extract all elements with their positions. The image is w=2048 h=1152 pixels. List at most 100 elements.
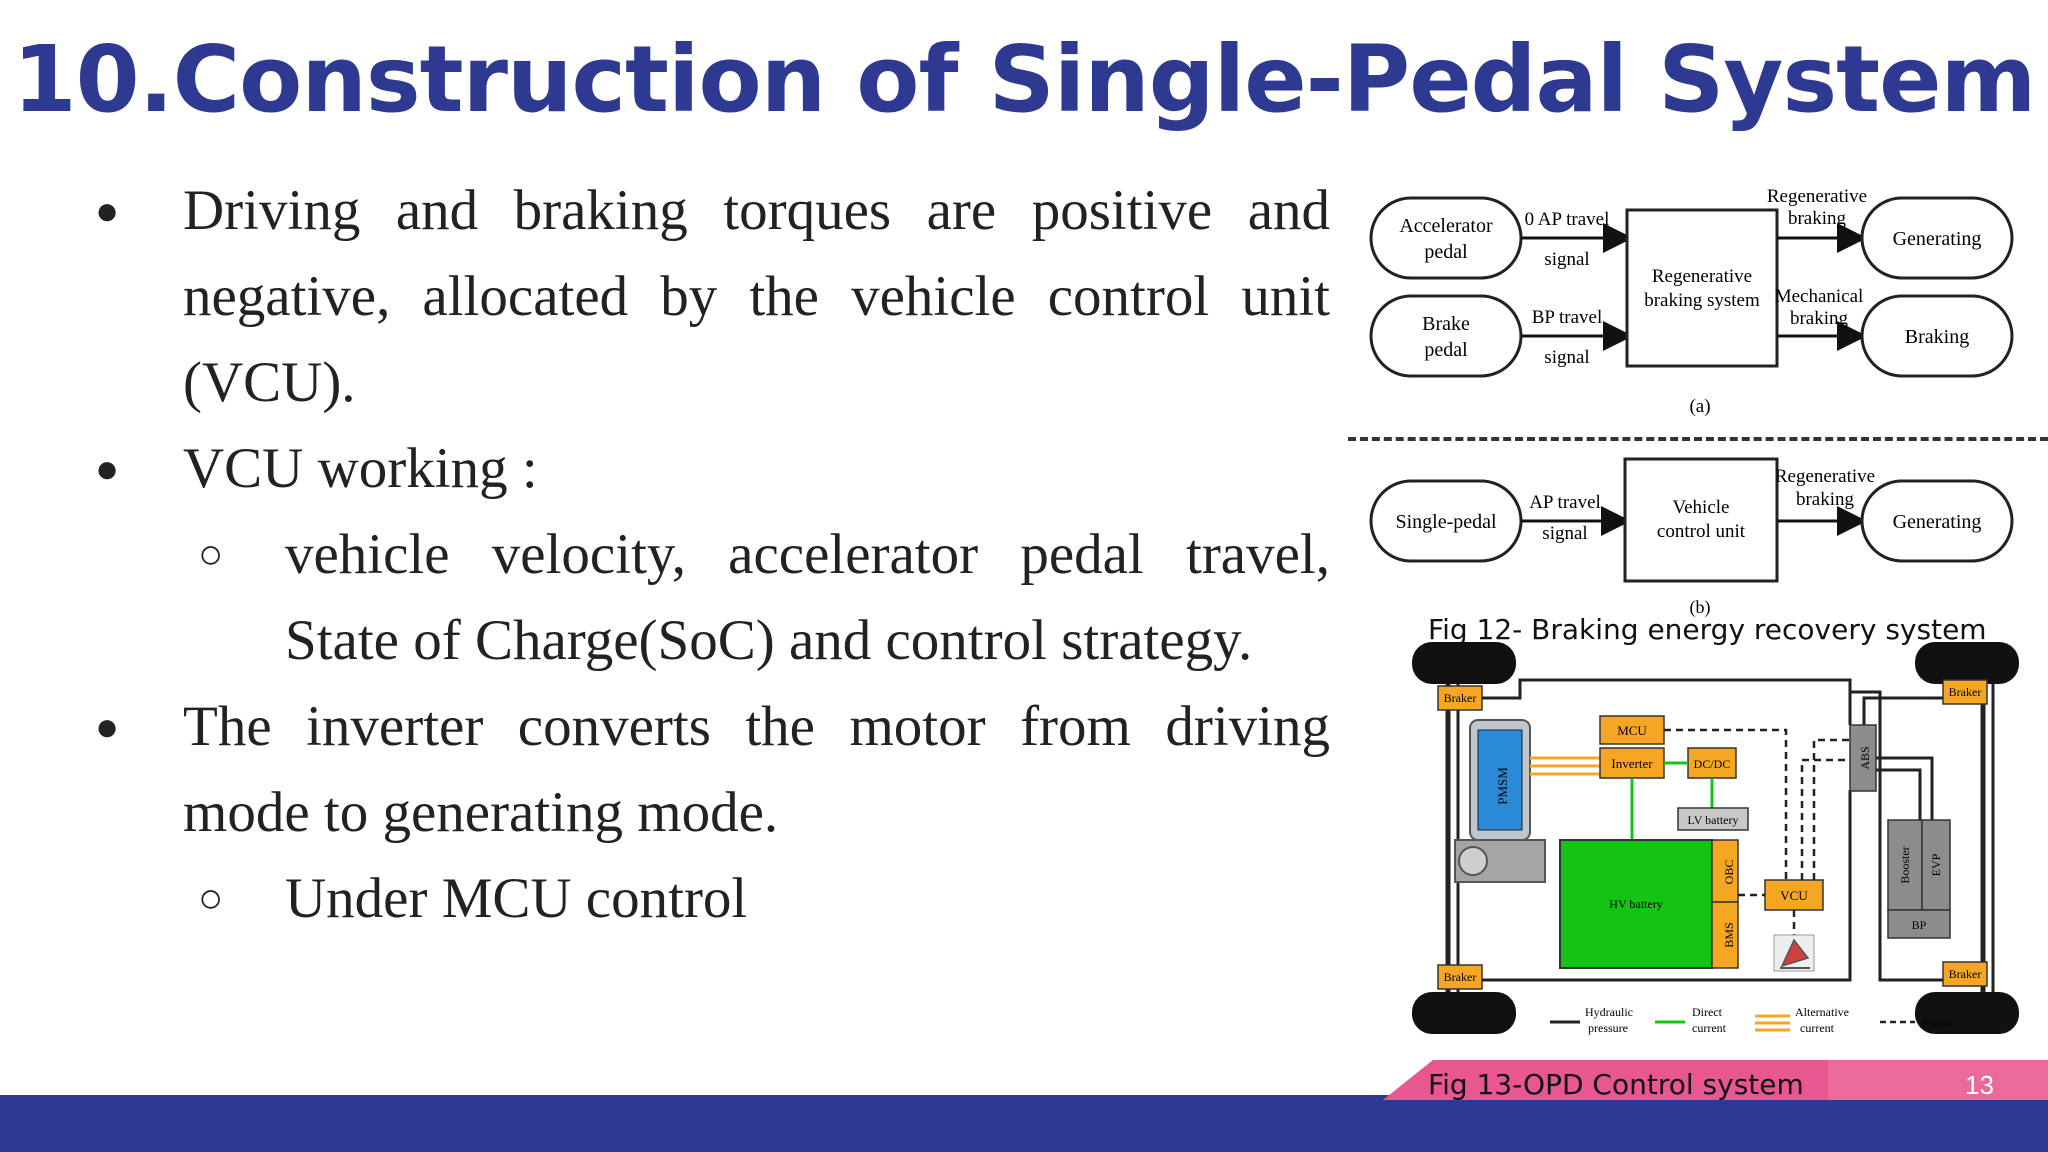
regenerative-braking-label: braking <box>1788 208 1847 229</box>
vcu-label: VCU <box>1780 888 1808 903</box>
hydraulic-line <box>1850 690 1943 982</box>
hv-battery-box <box>1559 839 1713 969</box>
bp-signal-label: BP travel <box>1532 307 1603 328</box>
legend-hydraulic-label: pressure <box>1588 1021 1628 1035</box>
evp-label: EVP <box>1929 853 1943 876</box>
bullet-text: VCU working : <box>183 437 538 500</box>
vehicle-control-unit-label: control unit <box>1657 521 1746 542</box>
sub-bullet-item: ○ Under MCU control <box>95 856 1330 942</box>
bp-box <box>1887 909 1951 939</box>
hydraulic-line <box>1482 678 1852 725</box>
generating-label: Generating <box>1893 228 1982 250</box>
braker-label: Braker <box>1949 685 1982 699</box>
legend-alternative-label: current <box>1800 1021 1835 1035</box>
subfigure-label: (a) <box>1689 396 1710 417</box>
lv-battery-label: LV battery <box>1688 813 1739 827</box>
bullet-marker: ● <box>95 704 120 749</box>
evp-box <box>1921 819 1951 911</box>
accelerator-pedal-node <box>1369 196 1523 280</box>
bullet-text: vehicle velocity, accelerator pedal trav… <box>285 523 1330 672</box>
legend-signal-label: Signal <box>1922 1015 1953 1029</box>
generating-label: Generating <box>1893 511 1982 533</box>
regenerative-braking-system-label: Regenerative <box>1652 266 1752 287</box>
fig12-diagram-b: Single-pedal AP travel signal Vehicle co… <box>1369 457 2014 618</box>
bp-label: BP <box>1912 918 1927 932</box>
bullet-marker: ○ <box>198 876 224 922</box>
inverter-box <box>1599 747 1665 779</box>
lv-battery-box <box>1677 807 1749 831</box>
braker-box <box>1437 964 1483 990</box>
generating-node <box>1860 479 2014 563</box>
braker-box <box>1437 685 1483 711</box>
pedal-icon <box>1773 934 1815 972</box>
accelerator-pedal-label: pedal <box>1424 241 1468 263</box>
braking-label: Braking <box>1905 326 1969 348</box>
page-number: 13 <box>1965 1070 1994 1100</box>
mcu-label: MCU <box>1617 723 1647 738</box>
braker-label: Braker <box>1444 970 1477 984</box>
vehicle-control-unit-label: Vehicle <box>1673 497 1730 518</box>
pmsm-label: PMSM <box>1495 767 1510 805</box>
bms-box <box>1711 901 1739 969</box>
fig13-diagram: Braker Braker Braker Braker PMSM MCU Inv… <box>1412 642 2019 1035</box>
booster-label: Booster <box>1898 846 1912 883</box>
sub-bullet-item: ○ vehicle velocity, accelerator pedal tra… <box>95 512 1330 684</box>
mechanical-braking-label: braking <box>1790 308 1849 329</box>
bullet-text: Driving and braking torques are positive… <box>183 179 1330 414</box>
braker-box <box>1942 961 1988 987</box>
ap-signal-label: 0 AP travel <box>1525 209 1610 230</box>
generating-node <box>1860 196 2014 280</box>
single-pedal-label: Single-pedal <box>1395 511 1497 533</box>
wheel-icon <box>1412 992 1516 1034</box>
inverter-label: Inverter <box>1611 756 1653 771</box>
dcdc-label: DC/DC <box>1694 757 1731 771</box>
braker-label: Braker <box>1949 967 1982 981</box>
legend-direct-label: Direct <box>1692 1005 1723 1019</box>
bullet-text: Under MCU control <box>285 867 748 930</box>
hydraulic-line <box>1864 768 1922 820</box>
bullet-marker: ● <box>95 188 120 233</box>
ap-signal-label: signal <box>1544 249 1589 270</box>
wheel-icon <box>1412 642 1516 684</box>
signal-line <box>1800 758 1850 880</box>
bullet-marker: ○ <box>198 532 224 578</box>
regenerative-braking-label: Regenerative <box>1775 466 1875 487</box>
mechanical-braking-label: Mechanical <box>1775 286 1864 307</box>
signal-line <box>1664 728 1788 880</box>
pmsm-box <box>1477 729 1523 831</box>
fig13-caption: Fig 13-OPD Control system <box>1428 1068 1804 1101</box>
accelerator-pedal-label: Accelerator <box>1399 215 1493 237</box>
legend-direct-label: current <box>1692 1021 1727 1035</box>
hydraulic-line <box>1864 756 1934 820</box>
slide-title: 10.Construction of Single-Pedal System <box>12 26 2037 133</box>
bms-label: BMS <box>1722 922 1736 947</box>
legend-alternative-label: Alternative <box>1795 1005 1849 1019</box>
bp-signal-label: signal <box>1544 347 1589 368</box>
bullet-item: ● Driving and braking torques are positiv… <box>95 168 1330 426</box>
footer-bar <box>0 1095 2048 1152</box>
abs-box <box>1849 724 1877 792</box>
fig12-diagram-a: Accelerator pedal Brake pedal 0 AP trave… <box>1369 186 2014 417</box>
regenerative-braking-system-label: braking system <box>1644 290 1760 311</box>
hv-battery-label: HV battery <box>1609 897 1662 911</box>
subfigure-label: (b) <box>1690 597 1711 618</box>
wheel-icon <box>1915 992 2019 1034</box>
brake-pedal-label: pedal <box>1424 339 1468 361</box>
gear-icon <box>1458 846 1488 876</box>
ap-signal-label: AP travel <box>1529 492 1601 513</box>
brake-pedal-node <box>1369 294 1523 378</box>
braker-box <box>1942 679 1988 705</box>
bullet-list: ● Driving and braking torques are positiv… <box>95 168 1330 942</box>
regenerative-braking-label: braking <box>1796 489 1855 510</box>
bullet-item: ●The inverter converts the motor from dr… <box>95 684 1330 856</box>
hydraulic-line <box>1862 696 1943 725</box>
dashed-divider <box>1348 437 2048 441</box>
hydraulic-line <box>1482 790 1852 982</box>
ap-signal-label: signal <box>1542 523 1587 544</box>
braking-node <box>1860 294 2014 378</box>
wheel-icon <box>1915 642 2019 684</box>
obc-label: OBC <box>1722 860 1736 885</box>
regenerative-braking-system-box <box>1625 208 1779 368</box>
legend-hydraulic-label: Hydraulic <box>1585 1005 1633 1019</box>
booster-box <box>1887 819 1923 911</box>
